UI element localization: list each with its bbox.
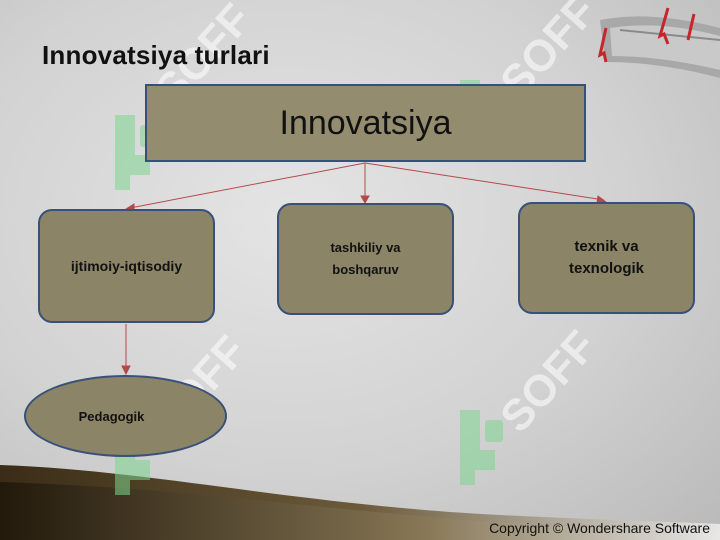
node-label-line2: boshqaruv [332, 262, 399, 277]
main-node-label: Innovatsiya [279, 103, 452, 142]
node-label: Pedagogik [78, 408, 145, 424]
bottom-swoosh-highlight [0, 482, 720, 540]
connector-social [129, 162, 366, 209]
node-label-line1: tashkiliy va [330, 240, 401, 255]
connectors [121, 162, 608, 376]
node-organizational[interactable]: tashkiliy va boshqaruv [277, 203, 454, 315]
node-social-economic[interactable]: ijtimoiy-iqtisodiy [38, 209, 215, 323]
main-node-innovatsiya[interactable]: Innovatsiya [145, 84, 586, 162]
node-technical[interactable]: texnik va texnologik [518, 202, 695, 314]
node-label-line1: texnik va [574, 238, 639, 255]
connector-tech [364, 162, 605, 201]
watermark-text: SOFF [491, 322, 606, 442]
slide-title: Innovatsiya turlari [42, 40, 270, 70]
node-label-line2: texnologik [568, 260, 644, 277]
node-pedagogik[interactable]: Pedagogik [24, 375, 227, 457]
node-label: ijtimoiy-iqtisodiy [70, 258, 183, 274]
copyright-text: Copyright © Wondershare Software [489, 520, 710, 536]
bookmark-ribbon-icon [597, 7, 720, 78]
